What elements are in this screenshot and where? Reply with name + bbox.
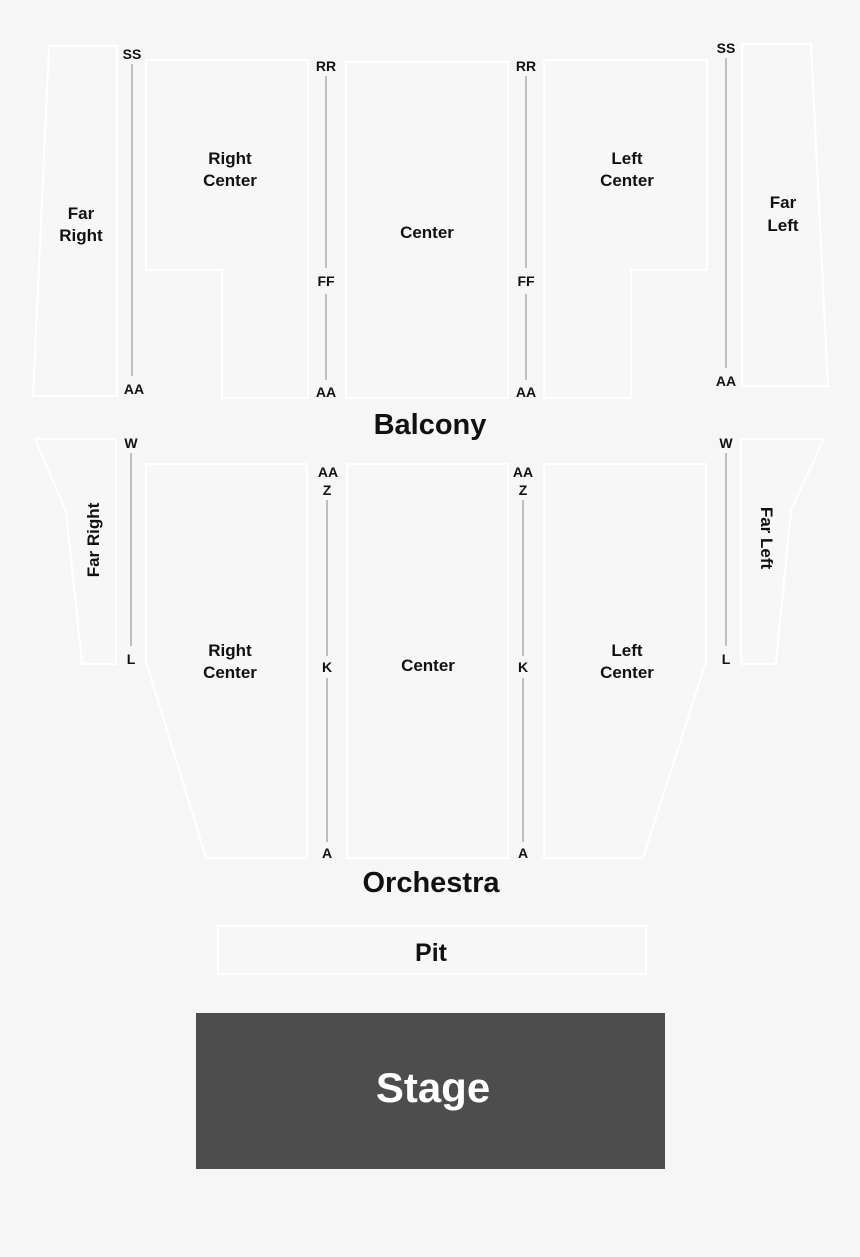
pit-section[interactable] xyxy=(217,925,647,975)
row-label: A xyxy=(322,845,332,861)
row-label: L xyxy=(722,651,731,667)
level-label-balcony: Balcony xyxy=(374,409,487,441)
section-label-left-center: Left xyxy=(611,641,643,660)
row-label: AA xyxy=(124,381,144,397)
section-label-right-center: Center xyxy=(203,663,257,682)
section-label-far-left: Far Left xyxy=(757,507,776,570)
row-label: AA xyxy=(318,464,338,480)
section-label-center: Center xyxy=(400,223,454,242)
section-label-far-right: Far Right xyxy=(84,502,103,577)
row-label: AA xyxy=(716,373,736,389)
pit-label: Pit xyxy=(415,939,448,967)
section-label-far-right: Far xyxy=(68,204,95,223)
section-label-far-right: Right xyxy=(59,226,103,245)
section-label-left-center: Left xyxy=(611,149,643,168)
balcony-center-section[interactable] xyxy=(345,61,509,399)
orchestra-center-section[interactable] xyxy=(346,463,509,859)
row-label: AA xyxy=(513,464,533,480)
balcony-far-left-section[interactable] xyxy=(741,43,830,387)
row-label: AA xyxy=(516,384,536,400)
section-label-far-left: Left xyxy=(767,216,799,235)
row-label: RR xyxy=(516,58,536,74)
orchestra-left-center-section[interactable] xyxy=(543,463,707,859)
orchestra-right-center-section[interactable] xyxy=(145,463,308,859)
section-label-right-center: Center xyxy=(203,171,257,190)
orchestra-far-right-section[interactable] xyxy=(33,438,117,665)
row-label: AA xyxy=(316,384,336,400)
balcony-far-right-section[interactable] xyxy=(31,45,118,397)
balcony-left-center-section[interactable] xyxy=(543,59,708,399)
row-label: RR xyxy=(316,58,336,74)
row-label: L xyxy=(127,651,136,667)
row-label: FF xyxy=(317,273,335,289)
balcony-right-center-section[interactable] xyxy=(145,59,309,399)
row-label: K xyxy=(322,659,332,675)
row-label: K xyxy=(518,659,528,675)
row-label: Z xyxy=(323,482,332,498)
row-label: SS xyxy=(717,40,736,56)
section-label-center: Center xyxy=(401,656,455,675)
level-label-orchestra: Orchestra xyxy=(362,867,500,899)
row-label: W xyxy=(719,435,733,451)
row-label: Z xyxy=(519,482,528,498)
orchestra-far-left-section[interactable] xyxy=(740,438,826,665)
stage-label: Stage xyxy=(376,1064,490,1111)
row-label: SS xyxy=(123,46,142,62)
section-label-far-left: Far xyxy=(770,193,797,212)
row-label: W xyxy=(124,435,138,451)
stage-area xyxy=(196,1013,665,1169)
row-label: FF xyxy=(517,273,535,289)
section-label-left-center: Center xyxy=(600,663,654,682)
section-label-right-center: Right xyxy=(208,641,252,660)
row-label: A xyxy=(518,845,528,861)
section-label-right-center: Right xyxy=(208,149,252,168)
section-label-left-center: Center xyxy=(600,171,654,190)
